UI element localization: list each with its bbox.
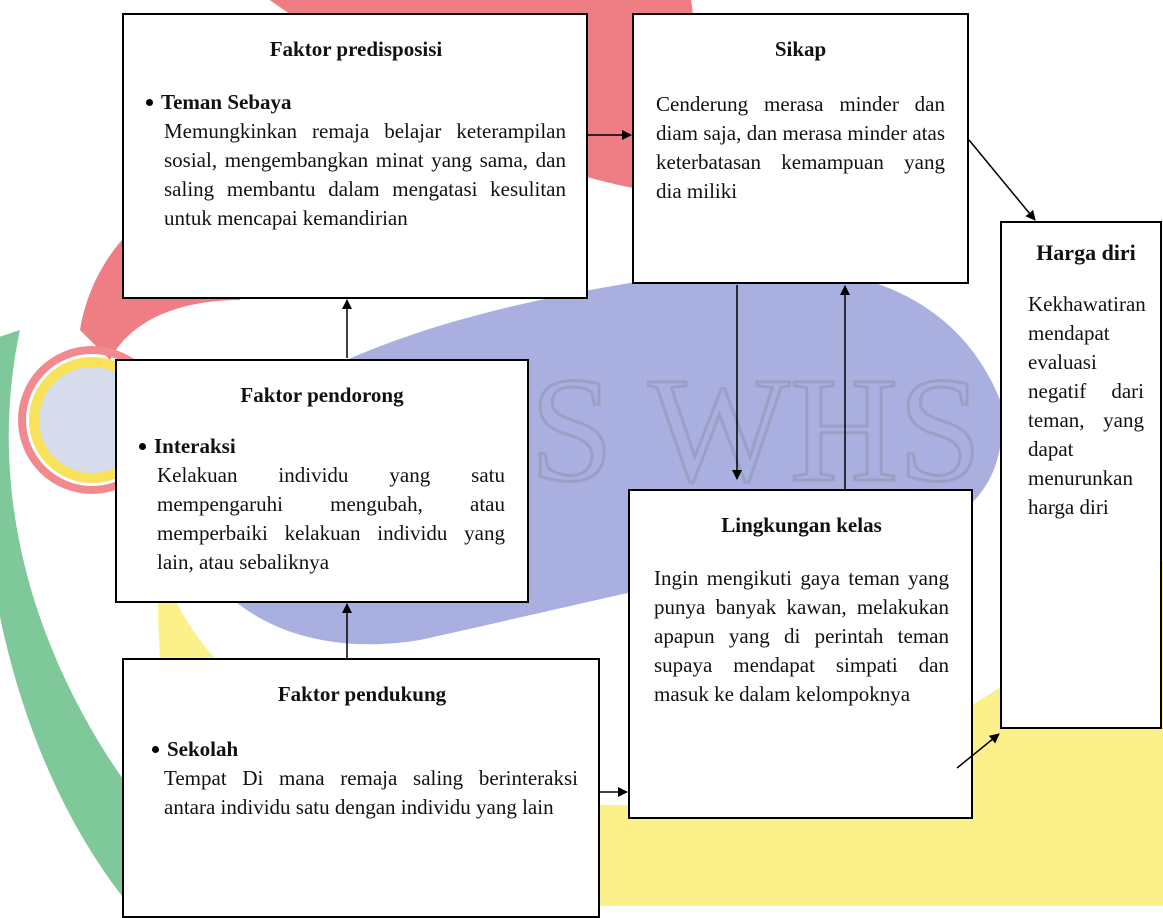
box-faktor-pendukung: Faktor pendukung Sekolah Tempat Di mana … [122, 658, 600, 918]
box-faktor-predisposisi: Faktor predisposisi Teman Sebaya Memungk… [122, 13, 588, 299]
box-sikap: Sikap Cenderung merasa minder dan diam s… [632, 13, 969, 284]
box-title: Lingkungan kelas [721, 513, 882, 537]
box-body: Kelakuan individu yang satu mempengaruhi… [157, 463, 505, 574]
box-body: Memungkinkan remaja belajar keterampilan… [164, 119, 566, 230]
bullet-label: Interaksi [154, 434, 236, 458]
box-title: Sikap [774, 37, 827, 61]
box-title: Faktor pendukung [277, 682, 447, 706]
box-lingkungan-kelas: Lingkungan kelas Ingin mengikuti gaya te… [628, 489, 973, 819]
bullet-item: Teman Sebaya [146, 88, 566, 117]
box-body: Ingin mengikuti gaya teman yang punya ba… [654, 566, 949, 706]
box-harga-diri: Harga diri Kekhawatiran mendapat evaluas… [1000, 221, 1162, 729]
box-faktor-pendorong: Faktor pendorong Interaksi Kelakuan indi… [115, 359, 529, 603]
box-title: Faktor predisposisi [269, 37, 443, 61]
box-title: Faktor pendorong [240, 383, 404, 407]
box-title: Harga diri [1036, 240, 1136, 265]
bullet-label: Teman Sebaya [161, 90, 292, 114]
bullet-icon [139, 443, 146, 450]
box-body: Kekhawatiran mendapat evaluasi negatif d… [1028, 292, 1146, 519]
box-body: Cenderung merasa minder dan diam saja, d… [656, 92, 945, 203]
bullet-icon [152, 746, 159, 753]
watermark-green-swoosh [0, 330, 230, 906]
box-body: Tempat Di mana remaja saling berinteraks… [164, 766, 578, 819]
bullet-label: Sekolah [167, 737, 239, 761]
bullet-item: Sekolah [152, 735, 578, 764]
bullet-item: Interaksi [139, 432, 505, 461]
bullet-icon [146, 99, 153, 106]
